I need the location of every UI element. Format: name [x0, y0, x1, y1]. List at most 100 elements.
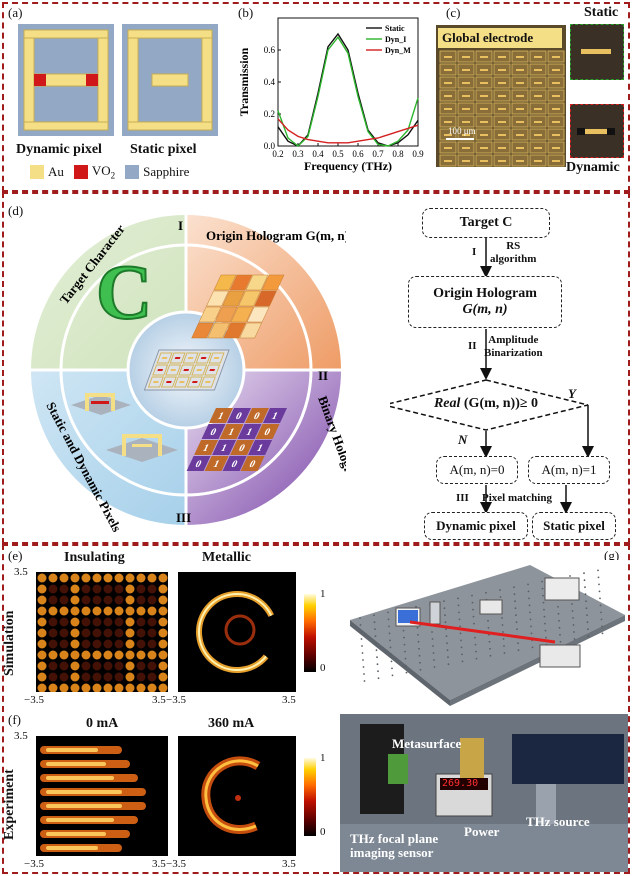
x-tick-label: 0.6	[352, 149, 364, 159]
x-tick-label: 0.7	[372, 149, 384, 159]
f-row-label: Experiment	[2, 769, 17, 840]
global-electrode-banner: Global electrode	[438, 28, 562, 48]
scale-bar-line	[446, 138, 474, 140]
f-tick-left: −3.5	[24, 858, 44, 870]
f-tick-right2: 3.5	[282, 858, 296, 870]
wheel-roman-2: II	[318, 368, 328, 383]
static-zoom	[570, 24, 624, 80]
dynamic-zoom	[570, 104, 624, 158]
g-power-label: Power	[464, 824, 500, 839]
svg-text:0: 0	[229, 459, 239, 469]
x-tick-label: 0.8	[392, 149, 404, 159]
panel-e-label: (e)	[8, 548, 23, 563]
wheel-pixel-2	[106, 434, 178, 462]
f-tick-right: 3.5	[152, 858, 166, 870]
flow-step2-text: Amplitude Binarization	[484, 334, 543, 360]
origin-hologram-grid	[191, 274, 285, 339]
e-colorbar	[304, 594, 316, 672]
f-tick-top: 3.5	[14, 730, 28, 742]
panel-c-label: (c)	[446, 5, 461, 20]
static-label: Static	[584, 5, 619, 20]
svg-text:1: 1	[244, 427, 254, 437]
e-tick-top: 3.5	[14, 566, 28, 578]
flow-step3-text: Pixel matching	[482, 492, 552, 504]
legend-label-dyn_m: Dyn_M	[385, 46, 411, 55]
legend-swatch-vo2	[73, 164, 88, 179]
e-row-label: Simulation	[2, 610, 17, 676]
x-tick-label: 0.2	[272, 149, 283, 159]
panel-b-label: (b)	[238, 5, 254, 20]
svg-text:1: 1	[270, 411, 280, 421]
dynamic-pixel-caption: Dynamic pixel	[16, 142, 102, 157]
f-360ma-map	[178, 736, 296, 856]
svg-text:0: 0	[234, 411, 244, 421]
flow-origin: Origin Hologram G(m, n)	[408, 276, 562, 328]
legend-label-dyn_i: Dyn_I	[385, 35, 406, 44]
panel-f-label: (f)	[8, 712, 21, 727]
y-tick-label: 0.0	[264, 141, 276, 151]
e-cb-min: 0	[320, 662, 326, 674]
static-pixel-caption: Static pixel	[130, 142, 197, 157]
flow-step1-text: RS algorithm	[490, 240, 537, 266]
flow-a0: A(m, n)=0	[436, 456, 518, 484]
flow-yes: Y	[568, 386, 576, 401]
panel-a-label: (a)	[8, 5, 23, 20]
e-left-title: Insulating	[64, 550, 125, 565]
svg-text:0: 0	[193, 459, 203, 469]
pixel-array	[436, 25, 566, 167]
flow-origin-line2: G(m, n)	[462, 302, 508, 317]
dynamic-pixel-diagram	[18, 24, 114, 136]
series-line-dyn_m	[277, 118, 419, 144]
f-0ma-map	[36, 736, 168, 856]
series-line-dyn_i	[277, 35, 419, 147]
f-tick-left2: −3.5	[166, 858, 186, 870]
y-tick-label: 0.6	[264, 45, 276, 55]
x-tick-label: 0.5	[332, 149, 344, 159]
g-metasurface-label: Metasurface	[392, 736, 462, 751]
legend-vo2: VO2	[91, 163, 116, 181]
e-tick-left: −3.5	[24, 694, 44, 706]
legend-swatch-sapphire	[125, 164, 140, 179]
svg-text:1: 1	[216, 411, 226, 421]
legend-sapphire: Sapphire	[143, 163, 190, 179]
dynamic-label: Dynamic	[566, 160, 620, 175]
y-axis-label: Transmission	[237, 47, 251, 116]
f-right-title: 360 mA	[208, 716, 255, 731]
setup-render	[340, 560, 628, 710]
svg-text:1: 1	[226, 427, 236, 437]
static-pixel-diagram	[122, 24, 218, 136]
e-cb-max: 1	[320, 588, 326, 600]
e-tick-right: 3.5	[152, 694, 166, 706]
flow-static-pixel: Static pixel	[532, 512, 616, 540]
svg-text:1: 1	[211, 459, 221, 469]
legend-label-static: Static	[385, 24, 405, 33]
flow-step2-num: II	[468, 340, 477, 352]
flow-step1-num: I	[472, 246, 477, 258]
flow-origin-line1: Origin Hologram	[433, 285, 537, 301]
lab-photo	[340, 714, 628, 872]
e-insulating-map	[36, 572, 168, 692]
legend-swatch-au	[30, 164, 44, 179]
panel-d-label: (d)	[8, 203, 24, 218]
f-cb-min: 0	[320, 826, 326, 838]
svg-text:0: 0	[237, 443, 247, 453]
e-tick-left2: −3.5	[166, 694, 186, 706]
flow-step3-num: III	[456, 492, 469, 504]
legend-au: Au	[48, 163, 64, 179]
flow-dynamic-pixel: Dynamic pixel	[424, 512, 528, 540]
flowchart-arrows	[390, 238, 594, 514]
g-sensor-label: THz focal plane imaging sensor	[350, 831, 439, 861]
y-tick-label: 0.2	[264, 109, 275, 119]
letter-c-3d: C	[96, 248, 152, 335]
x-tick-label: 0.4	[312, 149, 324, 159]
svg-text:0: 0	[262, 427, 272, 437]
panel-g-label: (g)	[604, 548, 620, 563]
e-right-title: Metallic	[202, 550, 251, 565]
svg-text:1: 1	[219, 443, 229, 453]
panel-bottom-border	[2, 544, 630, 874]
svg-text:0: 0	[247, 459, 257, 469]
e-metallic-map	[178, 572, 296, 692]
